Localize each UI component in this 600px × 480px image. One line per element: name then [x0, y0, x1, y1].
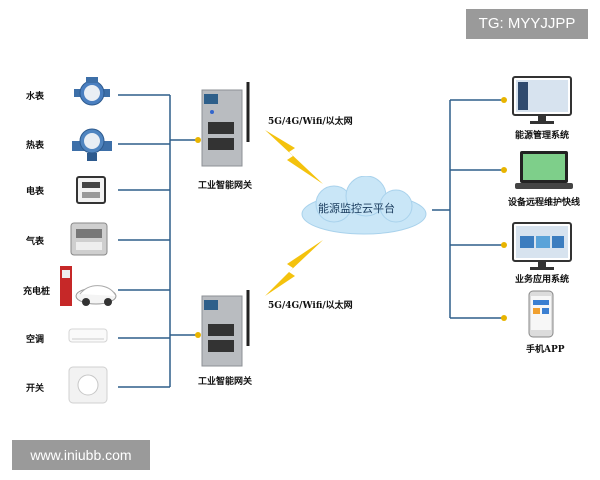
heat-meter-icon [72, 128, 112, 161]
meter-label-ac: 空调 [26, 335, 45, 345]
link-label-upper: 5G/4G/Wifi/以太网 [268, 117, 353, 127]
gateway-label-lower: 工业智能网关 [198, 377, 253, 387]
cloud-shape [301, 176, 427, 235]
system-label-energy: 能源管理系统 [515, 131, 570, 141]
laptop-icon [515, 151, 573, 189]
meter-label-gas: 气表 [26, 237, 45, 247]
water-meter-icon [74, 77, 110, 106]
desktop-monitor-icon [512, 76, 572, 124]
system-label-app: 手机APP [526, 345, 565, 355]
watermark-top: TG: MYYJJPP [466, 9, 588, 39]
switch-icon [68, 366, 108, 404]
air-conditioner-icon [68, 328, 108, 343]
meter-label-switch: 开关 [26, 384, 45, 394]
charging-pile-icon [60, 266, 117, 306]
wireless-bolt-upper [265, 130, 323, 184]
meter-label-water: 水表 [26, 92, 45, 102]
wireless-bolt-lower [265, 240, 323, 296]
gas-meter-icon [70, 222, 108, 256]
meter-label-electric: 电表 [26, 187, 45, 197]
cloud-label: 能源监控云平台 [318, 202, 395, 215]
gateway-device-upper [201, 82, 250, 167]
link-label-lower: 5G/4G/Wifi/以太网 [268, 301, 353, 311]
system-label-business: 业务应用系统 [515, 275, 570, 285]
meter-label-heat: 热表 [26, 141, 45, 151]
gateway-device-lower [201, 290, 250, 367]
electric-meter-icon [76, 176, 106, 204]
gateway-label-upper: 工业智能网关 [198, 181, 253, 191]
meter-label-charging: 充电桩 [23, 287, 51, 297]
smartphone-icon [528, 290, 554, 338]
desktop-monitor-icon [512, 222, 572, 270]
watermark-bottom: www.iniubb.com [12, 440, 150, 470]
system-label-remote: 设备远程维护快线 [508, 198, 581, 208]
